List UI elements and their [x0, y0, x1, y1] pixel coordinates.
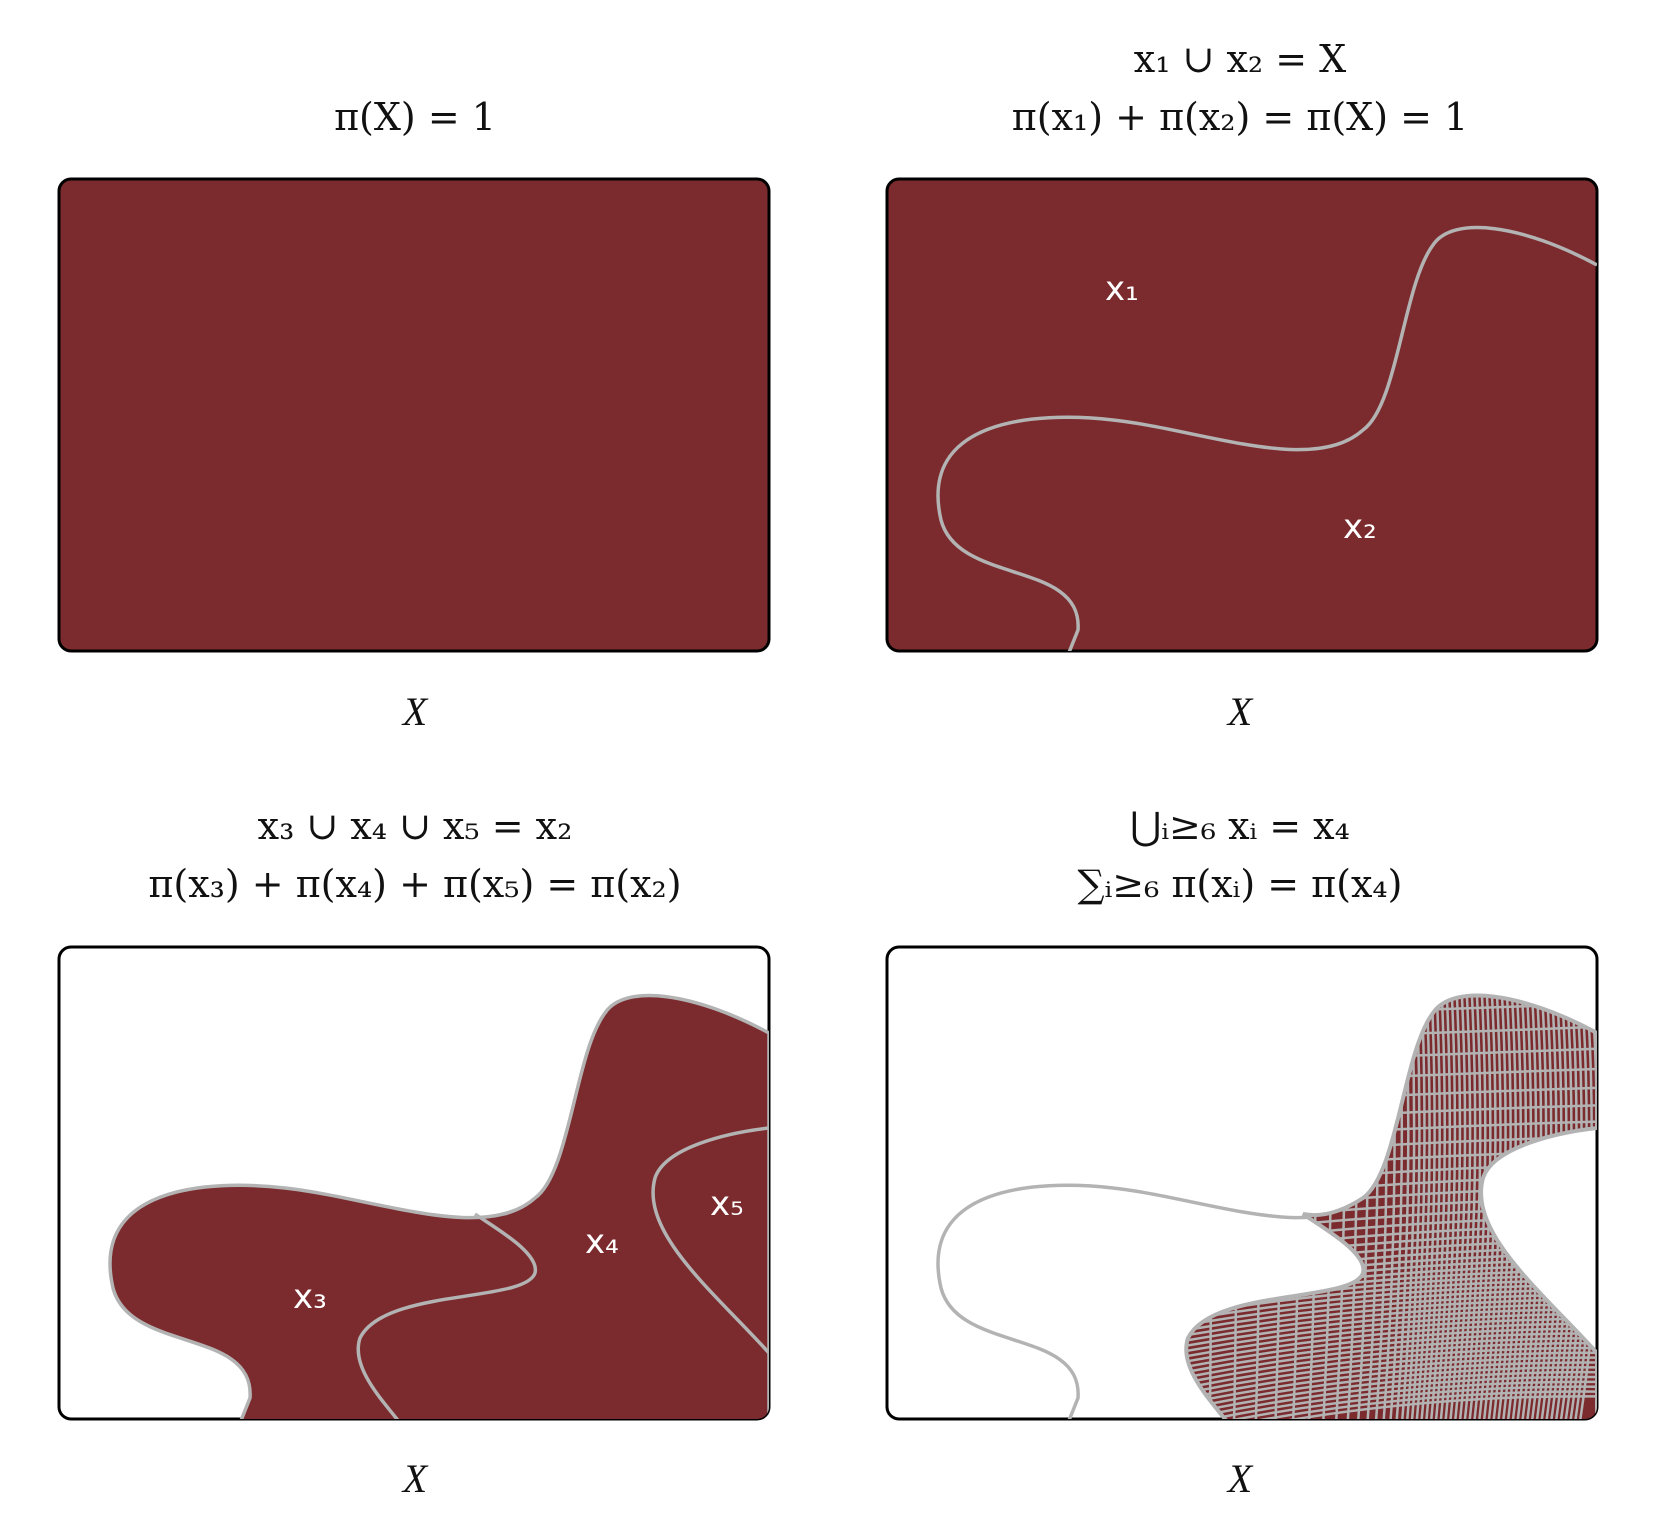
mesh-line-horizontal	[1186, 1366, 1597, 1415]
panel-1-frame	[57, 177, 771, 653]
panel-2-title: x₁ ∪ x₂ = X π(x₁) + π(x₂) = π(X) = 1	[850, 30, 1630, 146]
region-label-x2: x₂	[1343, 507, 1377, 547]
mesh-line-horizontal	[1186, 1298, 1597, 1341]
panel-4-title: ⋃ᵢ≥₆ xᵢ = x₄ ∑ᵢ≥₆ π(xᵢ) = π(x₄)	[850, 797, 1630, 913]
mesh-line-horizontal	[1186, 1317, 1597, 1362]
region-label-x1: x₁	[1105, 269, 1139, 309]
mesh-line-vertical	[1410, 995, 1426, 1419]
panel-1-title-line-1: π(X) = 1	[334, 95, 496, 139]
mesh-line-horizontal	[1186, 1341, 1597, 1389]
panel-2-space: x₁ x₂	[885, 177, 1599, 653]
panel-2-title-line-2: π(x₁) + π(x₂) = π(X) = 1	[1011, 95, 1469, 139]
boundary-x3-x4	[356, 1212, 537, 1419]
panel-3-title-line-1: x₃ ∪ x₄ ∪ x₅ = x₂	[257, 804, 573, 848]
region-label-x5: x₅	[710, 1184, 744, 1224]
mesh-line-horizontal	[1186, 1395, 1597, 1419]
region-x4-outline	[1184, 993, 1597, 1419]
mesh-line-horizontal	[1186, 1312, 1597, 1357]
mesh-line-horizontal	[1186, 1327, 1597, 1373]
boundary-x1-x2	[936, 225, 1597, 651]
panel-4-title-line-2: ∑ᵢ≥₆ π(xᵢ) = π(x₄)	[1077, 862, 1403, 906]
region-x2	[108, 993, 769, 1419]
panel-3-title: x₃ ∪ x₄ ∪ x₅ = x₂ π(x₃) + π(x₄) + π(x₅) …	[25, 797, 805, 913]
region-label-x3: x₃	[293, 1277, 327, 1317]
mesh-line-horizontal	[1186, 1303, 1597, 1346]
mesh-line-horizontal	[1186, 1356, 1597, 1405]
panel-1-xlabel: X	[402, 689, 428, 734]
mesh-line-horizontal	[1186, 1385, 1597, 1419]
panel-2-title-line-1: x₁ ∪ x₂ = X	[1133, 37, 1347, 81]
panel-3-space: x₃ x₄ x₅	[57, 945, 771, 1421]
mesh-line-horizontal	[1186, 1390, 1597, 1419]
mesh-line-horizontal	[1186, 1361, 1597, 1410]
panel-1-title: π(X) = 1	[25, 88, 805, 146]
panel-4-title-line-1: ⋃ᵢ≥₆ xᵢ = x₄	[1130, 804, 1350, 848]
mesh-line-horizontal	[1186, 1346, 1597, 1394]
panel-2-xlabel: X	[1227, 689, 1253, 734]
boundary-x4-x5	[651, 1126, 769, 1355]
panel-3-title-line-2: π(x₃) + π(x₄) + π(x₅) = π(x₂)	[148, 862, 682, 906]
region-label-x4: x₄	[585, 1222, 619, 1262]
mesh-line-horizontal	[1186, 1337, 1597, 1383]
panel-4-xlabel: X	[1227, 1456, 1253, 1501]
mesh-line-horizontal	[1186, 1307, 1597, 1352]
panel-4-space	[885, 945, 1599, 1421]
mesh-line-horizontal	[1186, 1375, 1597, 1419]
panel-1-space	[57, 177, 771, 653]
mesh-line-vertical	[1463, 995, 1482, 1419]
mesh-line-horizontal	[1186, 1322, 1597, 1368]
panel-3-xlabel: X	[402, 1456, 428, 1501]
mesh-line-horizontal	[1186, 1370, 1597, 1419]
mesh-line-horizontal	[1186, 1332, 1597, 1378]
panel-2-frame	[885, 177, 1599, 653]
mesh-line-horizontal	[1186, 1351, 1597, 1399]
